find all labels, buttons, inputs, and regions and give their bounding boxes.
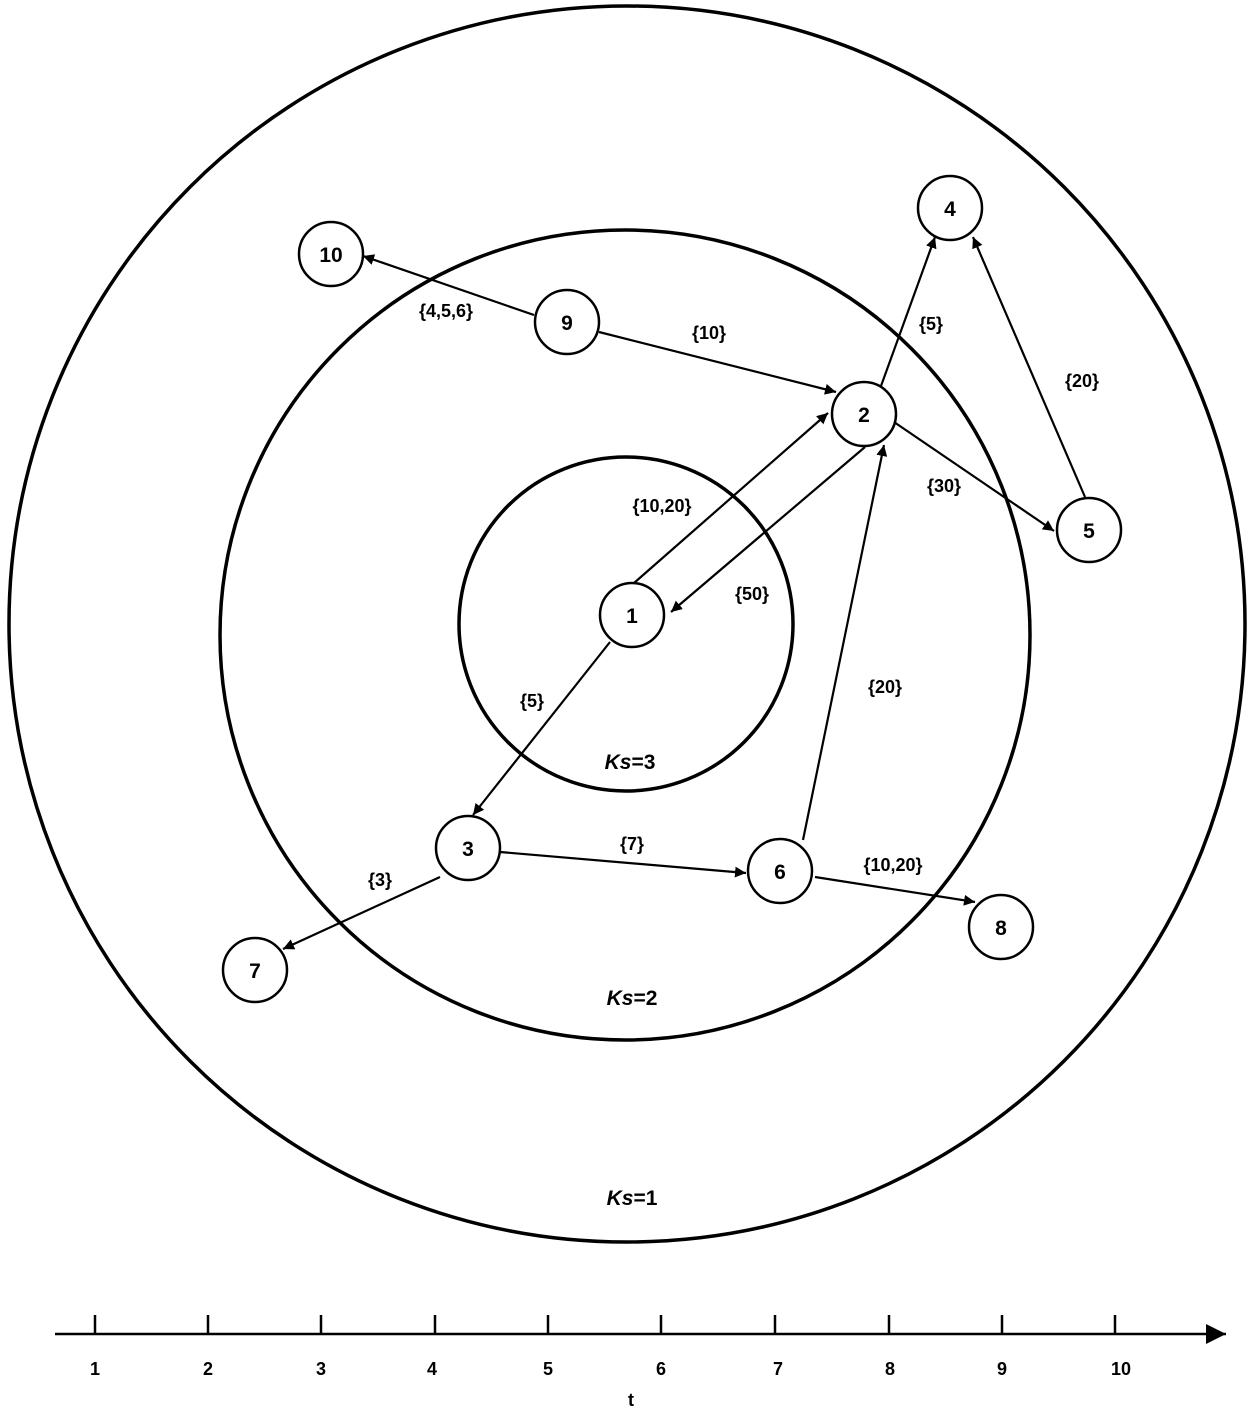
time-axis-tick-label: 9 [997, 1359, 1007, 1379]
edge-label-2-to-4: {5} [919, 314, 943, 334]
edge-3-to-7 [282, 876, 441, 950]
time-axis-tick-label: 4 [427, 1359, 437, 1379]
svg-text:5: 5 [1083, 520, 1095, 543]
node-4: 4 [916, 174, 984, 242]
svg-text:10: 10 [319, 244, 342, 267]
edge-9-to-10 [362, 254, 535, 317]
edge-2-to-1 [670, 446, 866, 613]
time-axis-tick-label: 6 [656, 1359, 666, 1379]
node-5: 5 [1055, 496, 1123, 564]
shell-ring-ks-1 [7, 4, 1247, 1244]
svg-text:9: 9 [561, 312, 573, 335]
shell-ring-ks-2 [218, 228, 1032, 1042]
edge-labels-group: {10,20} {50} {5} {4,5,6} {10} {5} {30} {… [368, 301, 1099, 890]
edge-label-2-to-1: {50} [735, 584, 769, 604]
time-axis-tick-label: 1 [90, 1359, 100, 1379]
edge-label-9-to-10: {4,5,6} [419, 301, 473, 321]
edge-label-1-to-2: {10,20} [632, 496, 691, 516]
shell-label-ks-1: Ks=1 [607, 1187, 658, 1210]
node-10: 10 [297, 220, 365, 288]
edge-label-3-to-6: {7} [620, 834, 644, 854]
node-1: 1 [598, 581, 666, 649]
time-axis: 1 2 3 4 5 6 7 8 9 10 t [55, 1315, 1226, 1410]
edge-9-to-2 [598, 330, 837, 395]
edge-2-to-5 [893, 421, 1055, 532]
time-axis-tick-label: 7 [773, 1359, 783, 1379]
edge-label-2-to-5: {30} [927, 476, 961, 496]
edge-6-to-2 [801, 444, 888, 841]
node-6: 6 [746, 837, 814, 905]
edge-label-6-to-2: {20} [868, 677, 902, 697]
edge-5-to-4 [971, 236, 1087, 498]
shell-label-ks-3: Ks=3 [605, 751, 656, 774]
edge-1-to-3 [472, 641, 611, 816]
edge-label-5-to-4: {20} [1065, 371, 1099, 391]
svg-text:4: 4 [944, 198, 956, 221]
time-axis-tick-label: 8 [885, 1359, 895, 1379]
edge-label-6-to-8: {10,20} [863, 855, 922, 875]
edge-2-to-4 [879, 236, 937, 387]
svg-text:7: 7 [249, 960, 261, 983]
edge-6-to-8 [814, 875, 976, 906]
time-axis-tick-label: 2 [203, 1359, 213, 1379]
node-9: 9 [533, 288, 601, 356]
svg-text:3: 3 [462, 838, 474, 861]
svg-text:6: 6 [774, 861, 786, 884]
edges-group [282, 236, 1087, 950]
nodes-group: 1 2 3 4 5 6 7 8 9 10 [221, 174, 1123, 1004]
time-axis-tick-label: 3 [316, 1359, 326, 1379]
node-2: 2 [830, 380, 898, 448]
edge-label-9-to-2: {10} [692, 323, 726, 343]
edge-3-to-6 [499, 850, 747, 878]
time-axis-tick-label: 10 [1111, 1359, 1131, 1379]
time-axis-tick-label: 5 [543, 1359, 553, 1379]
svg-text:1: 1 [626, 605, 638, 628]
node-7: 7 [221, 936, 289, 1004]
time-axis-title: t [628, 1390, 634, 1410]
node-8: 8 [967, 893, 1035, 961]
edge-1-to-2 [633, 412, 829, 584]
shell-ring-ks-3 [457, 455, 795, 793]
node-3: 3 [434, 814, 502, 882]
shell-label-ks-2: Ks=2 [607, 987, 658, 1010]
svg-text:8: 8 [995, 917, 1007, 940]
edge-label-1-to-3: {5} [520, 691, 544, 711]
svg-text:2: 2 [858, 404, 870, 427]
edge-label-3-to-7: {3} [368, 870, 392, 890]
